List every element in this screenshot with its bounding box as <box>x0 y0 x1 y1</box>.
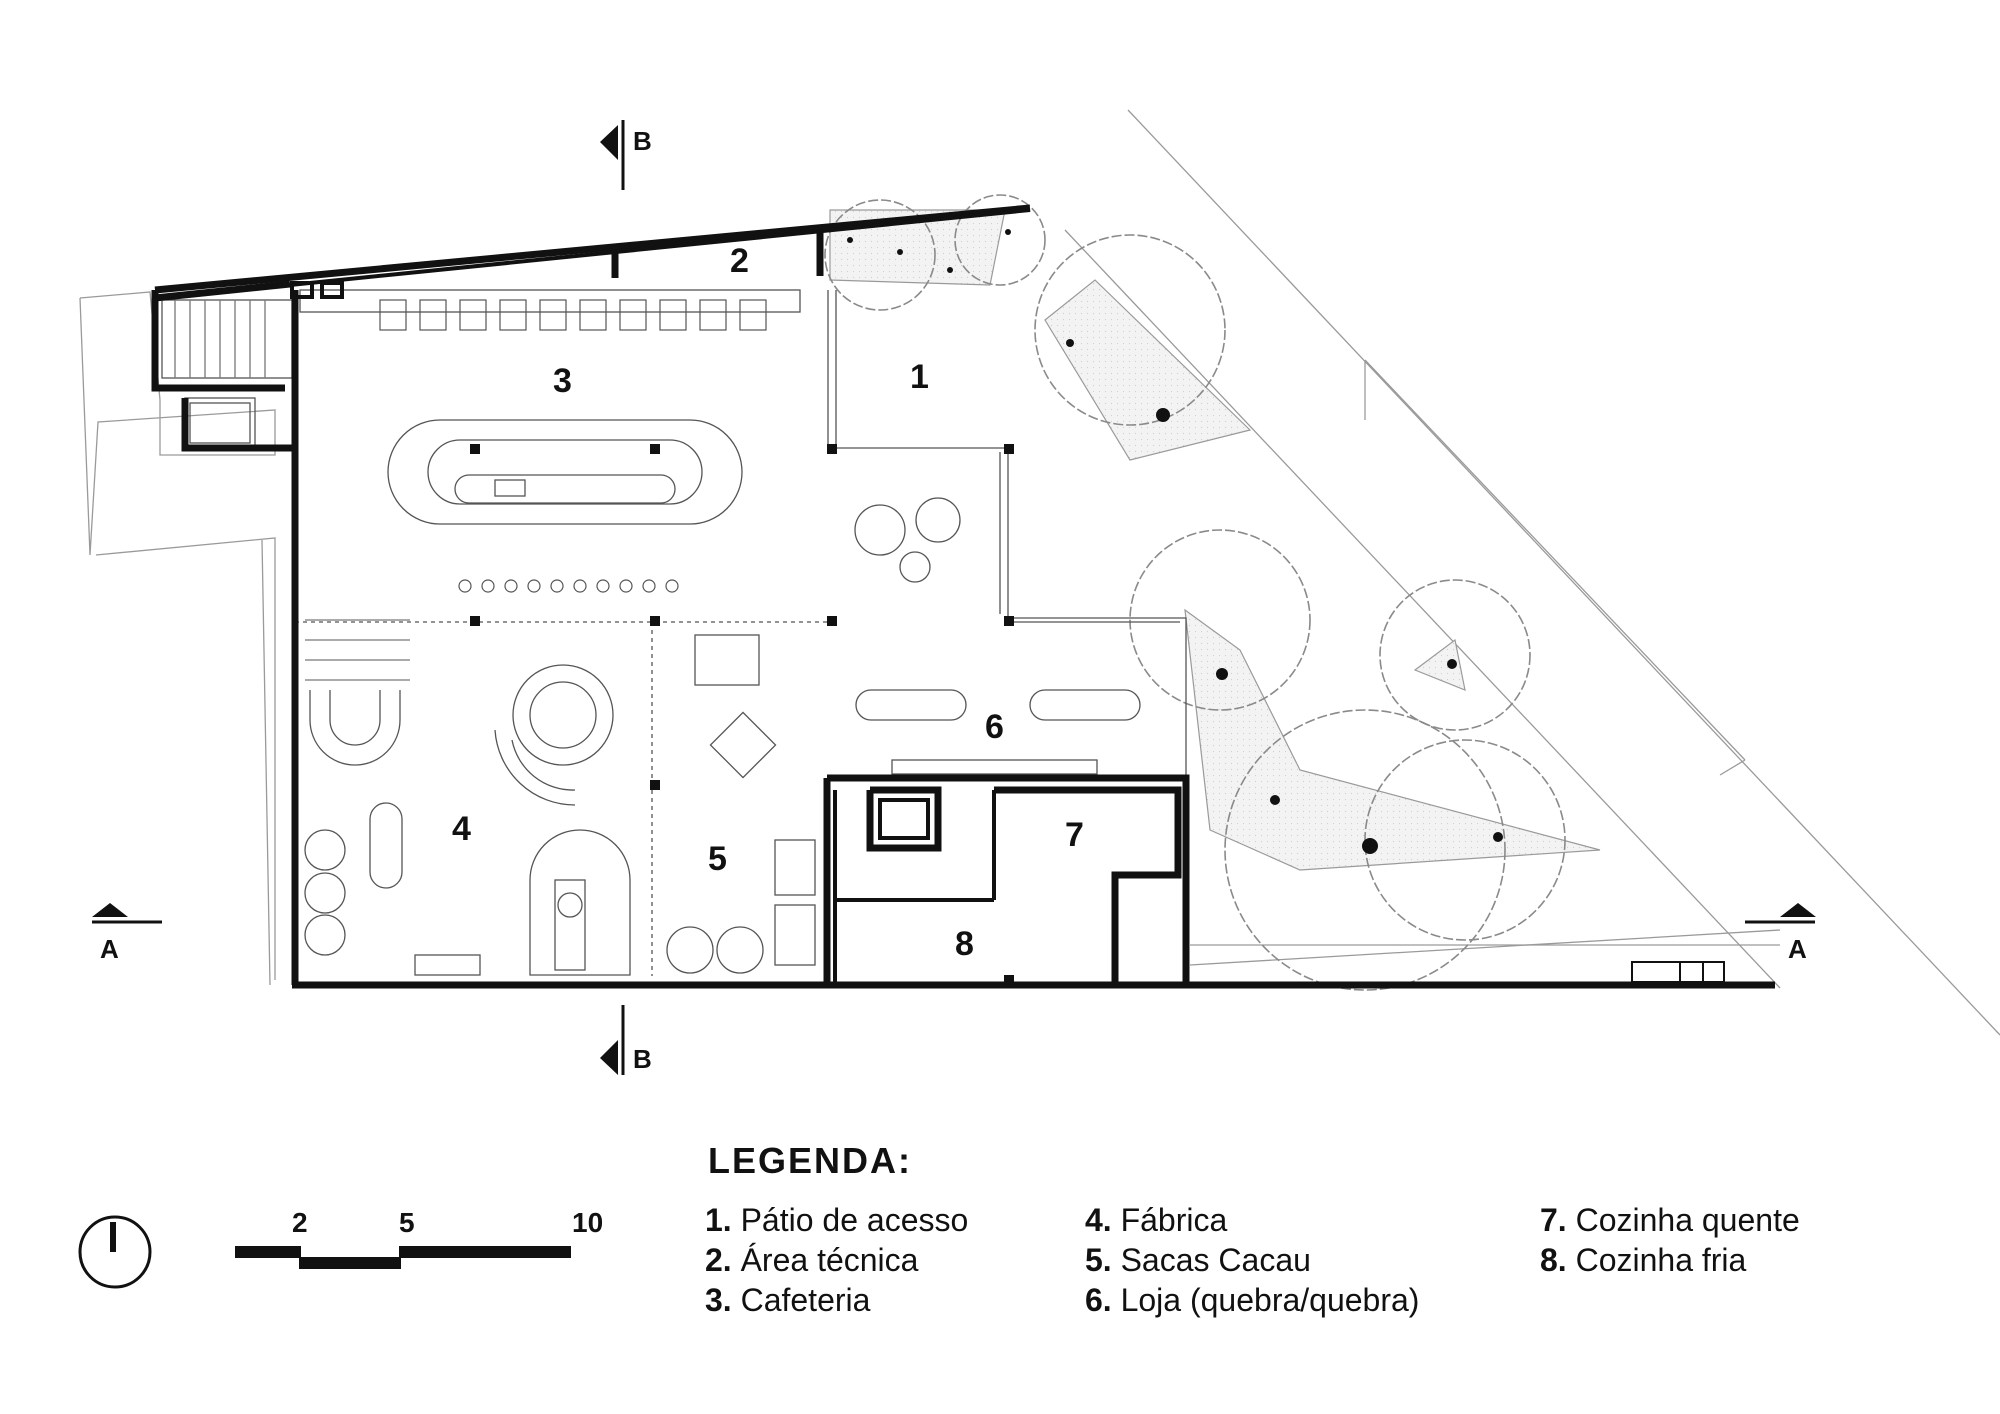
cafe-stools <box>379 299 767 593</box>
legend-item: 8. Cozinha fria <box>1540 1242 1747 1278</box>
trees <box>824 194 1566 991</box>
north-arrow-icon <box>78 1215 152 1289</box>
interior-thin-lines <box>161 289 1187 985</box>
section-label-b-bottom: B <box>633 1044 652 1074</box>
legend-item: 3. Cafeteria <box>705 1282 871 1318</box>
scale-label-5: 5 <box>399 1207 415 1238</box>
legend-item: 1. Pátio de acesso <box>705 1202 969 1238</box>
site-context <box>79 109 2000 1036</box>
room-number-6: 6 <box>985 708 1004 746</box>
legend-item: 2. Área técnica <box>705 1242 919 1278</box>
room-number-3: 3 <box>553 362 572 400</box>
legend-item: 5. Sacas Cacau <box>1085 1242 1311 1278</box>
walls-medium <box>289 208 1031 985</box>
room-number-7: 7 <box>1065 816 1084 854</box>
scale-bar: 2 5 10 <box>235 1207 603 1269</box>
legend-column-1: 1. Pátio de acesso 2. Área técnica 3. Ca… <box>705 1200 968 1320</box>
room-number-8: 8 <box>955 925 974 963</box>
legend-title: LEGENDA: <box>708 1140 912 1181</box>
legend-column-2: 4. Fábrica 5. Sacas Cacau 6. Loja (quebr… <box>1085 1200 1419 1320</box>
room-number-1: 1 <box>910 358 929 396</box>
scale-label-10: 10 <box>572 1207 603 1238</box>
bike-racks <box>1631 961 1725 983</box>
section-marker-b-top: B <box>600 120 652 190</box>
room-number-2: 2 <box>730 242 749 280</box>
section-marker-a-right: A <box>1745 903 1816 964</box>
section-marker-b-bottom: B <box>600 1005 652 1075</box>
room-number-4: 4 <box>452 810 471 848</box>
section-label-a-right: A <box>1788 934 1807 964</box>
tree-trunks <box>847 229 1503 854</box>
section-label-a-left: A <box>100 934 119 964</box>
legend-item: 6. Loja (quebra/quebra) <box>1085 1282 1420 1318</box>
columns <box>470 444 1014 985</box>
planting-areas <box>829 209 1601 871</box>
section-marker-a-left: A <box>92 903 162 964</box>
scale-label-2: 2 <box>292 1207 308 1238</box>
section-label-b-top: B <box>633 126 652 156</box>
legend-column-3: 7. Cozinha quente 8. Cozinha fria <box>1540 1200 1800 1280</box>
legend-item: 4. Fábrica <box>1085 1202 1228 1238</box>
legend-item: 7. Cozinha quente <box>1540 1202 1800 1238</box>
room-number-5: 5 <box>708 840 727 878</box>
walls <box>151 204 1775 989</box>
